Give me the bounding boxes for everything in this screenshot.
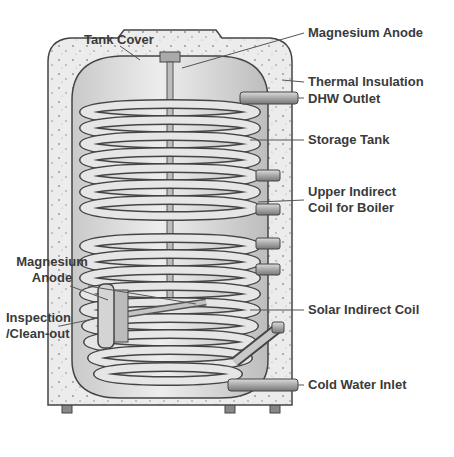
solar-return-pipe — [235, 328, 278, 362]
thermal-insulation — [48, 30, 292, 405]
part-label: Inspection /Clean-out — [6, 310, 88, 342]
storage-tank — [72, 56, 268, 398]
part-label: Storage Tank — [308, 132, 452, 148]
solar-coil — [84, 238, 256, 381]
part-label: DHW Outlet — [308, 91, 452, 107]
inspection-port — [98, 284, 114, 348]
part-label: Upper Indirect Coil for Boiler — [308, 184, 423, 216]
part-label: Magnesium Anode — [308, 25, 452, 41]
part-label: Thermal Insulation — [308, 74, 452, 90]
part-label: Magnesium Anode — [4, 254, 100, 286]
part-label: Solar Indirect Coil — [308, 302, 452, 318]
upper-coil — [84, 104, 256, 216]
solar-return-pipe — [235, 328, 278, 362]
leader-lines — [60, 33, 304, 385]
part-label: Tank Cover — [84, 32, 204, 48]
part-label: Cold Water Inlet — [308, 377, 452, 393]
pipe-stubs — [228, 92, 298, 391]
anode-head — [160, 52, 180, 62]
